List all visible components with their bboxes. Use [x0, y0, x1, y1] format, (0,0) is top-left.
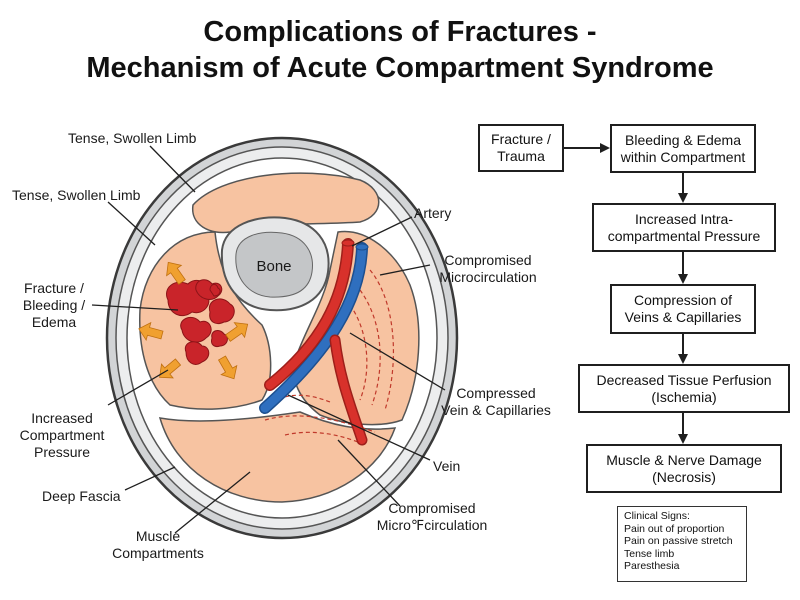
blood-blob: [184, 341, 210, 365]
label-increased-pressure: Increased Compartment Pressure: [14, 410, 110, 461]
flow-line: within Compartment: [620, 148, 746, 165]
label-line: Compressed: [456, 385, 536, 401]
flow-line: Veins & Capillaries: [624, 309, 742, 325]
pressure-arrows: [138, 261, 249, 380]
artery-vessel-lower-fill: [331, 336, 366, 444]
leader-artery: [351, 216, 413, 247]
compartment-right: [293, 230, 420, 426]
bleeding-edema-area: [166, 279, 235, 365]
label-tense-limb-left: Tense, Swollen Limb: [12, 187, 141, 203]
label-artery: Artery: [414, 205, 452, 221]
blood-blob: [211, 330, 228, 347]
leader-vein: [287, 394, 431, 461]
flow-line: (Ischemia): [651, 388, 717, 405]
flow-step-1: Bleeding & Edema within Compartment: [610, 124, 756, 173]
label-line: Bleeding /: [22, 297, 86, 313]
capillary-dash: [369, 269, 395, 411]
leader-tense-top: [149, 145, 196, 193]
label-deep-fascia: Deep Fascia: [42, 488, 121, 504]
capillary-dash: [271, 394, 331, 403]
label-line: Muscle: [135, 528, 181, 544]
blood-blob: [209, 283, 221, 297]
pressure-arrow: [217, 355, 238, 380]
label-compromised-micro-bottom: Compromised Micro℉circulation: [372, 500, 492, 534]
leader-compressed: [349, 332, 446, 391]
flow-line: Muscle & Nerve Damage: [606, 451, 762, 468]
vein-cross-section: [355, 243, 369, 251]
pressure-arrow: [225, 322, 249, 342]
leader-lines: [91, 145, 446, 534]
leader-muscle: [174, 471, 251, 534]
flowchart-connectors: [564, 143, 688, 444]
label-vein: Vein: [433, 458, 461, 474]
capillary-dash: [349, 304, 368, 401]
flow-step-4: Decreased Tissue Perfusion (Ischemia): [578, 364, 790, 413]
flow-start-box: Fracture / Trauma: [478, 124, 564, 172]
clinical-sign-item: Pain on passive stretch: [624, 535, 733, 547]
leader-pressure: [107, 369, 169, 406]
leader-fracture: [91, 304, 179, 311]
label-line: Micro℉circulation: [376, 517, 488, 533]
label-line: Vein & Capillaries: [441, 402, 551, 418]
label-line: Edema: [31, 314, 77, 330]
label-fracture-bleeding: Fracture / Bleeding / Edema: [14, 280, 94, 331]
label-tense-limb-top: Tense, Swollen Limb: [68, 130, 197, 146]
label-compromised-micro-right: Compromised Microcirculation: [430, 252, 546, 286]
pressure-arrow: [166, 261, 186, 285]
bone-inner: [235, 231, 313, 298]
title-line-1: Complications of Fractures -: [203, 16, 597, 48]
label-line: Compromised: [388, 500, 476, 516]
flow-line: Trauma: [497, 148, 545, 164]
flow-line: compartmental Pressure: [607, 227, 761, 244]
label-line: Compartments: [112, 545, 204, 561]
leader-tense-left: [107, 201, 156, 246]
clinical-signs-heading: Clinical Signs:: [624, 510, 690, 522]
flow-line: Compression of: [633, 292, 733, 308]
leader-micro-bottom: [337, 439, 401, 507]
artery-vessel-upper-fill: [265, 239, 353, 390]
clinical-sign-item: Pain out of proportion: [624, 522, 725, 535]
flow-line: Decreased Tissue Perfusion: [596, 371, 772, 388]
label-line: Fracture /: [24, 280, 84, 296]
blood-blob: [208, 298, 235, 325]
diagram-title: Complications of Fractures - Mechanism o…: [0, 14, 800, 86]
label-line: Compromised: [444, 252, 532, 268]
title-line-2: Mechanism of Acute Compartment Syndrome: [86, 52, 714, 84]
flow-step-5: Muscle & Nerve Damage (Necrosis): [586, 444, 782, 493]
artery-cross-section: [341, 239, 355, 247]
capillary-dash: [359, 289, 381, 406]
flow-line: Bleeding & Edema: [625, 131, 741, 148]
flow-step-2: Increased Intra- compartmental Pressure: [592, 203, 776, 252]
pressure-arrow: [138, 321, 164, 342]
label-line: Increased: [31, 410, 93, 426]
label-line: Pressure: [33, 444, 91, 460]
label-line: Microcirculation: [439, 269, 537, 285]
compartment-bottom: [158, 411, 397, 503]
label-compressed-vein: Compressed Vein & Capillaries: [432, 385, 560, 419]
flow-line: Increased Intra-: [634, 210, 734, 227]
leader-micro-right: [379, 264, 431, 276]
clinical-sign-item: Paresthesia: [624, 560, 680, 572]
vein-vessel-upper-fill: [260, 243, 367, 413]
clinical-signs-box: Clinical Signs: Pain out of proportion P…: [617, 506, 747, 582]
label-line: Compartment: [19, 427, 105, 443]
pressure-arrow: [159, 358, 182, 379]
capillary-dash: [284, 431, 366, 446]
flow-line: (Necrosis): [652, 468, 716, 485]
compartment-top: [192, 172, 380, 234]
clinical-sign-item: Tense limb: [624, 547, 675, 560]
leader-fascia: [124, 466, 176, 491]
flow-line: Fracture /: [491, 131, 551, 147]
bone-label: Bone: [256, 258, 292, 275]
label-muscle-compartments: Muscle Compartments: [110, 528, 206, 562]
flow-step-3: Compression of Veins & Capillaries: [610, 284, 756, 334]
